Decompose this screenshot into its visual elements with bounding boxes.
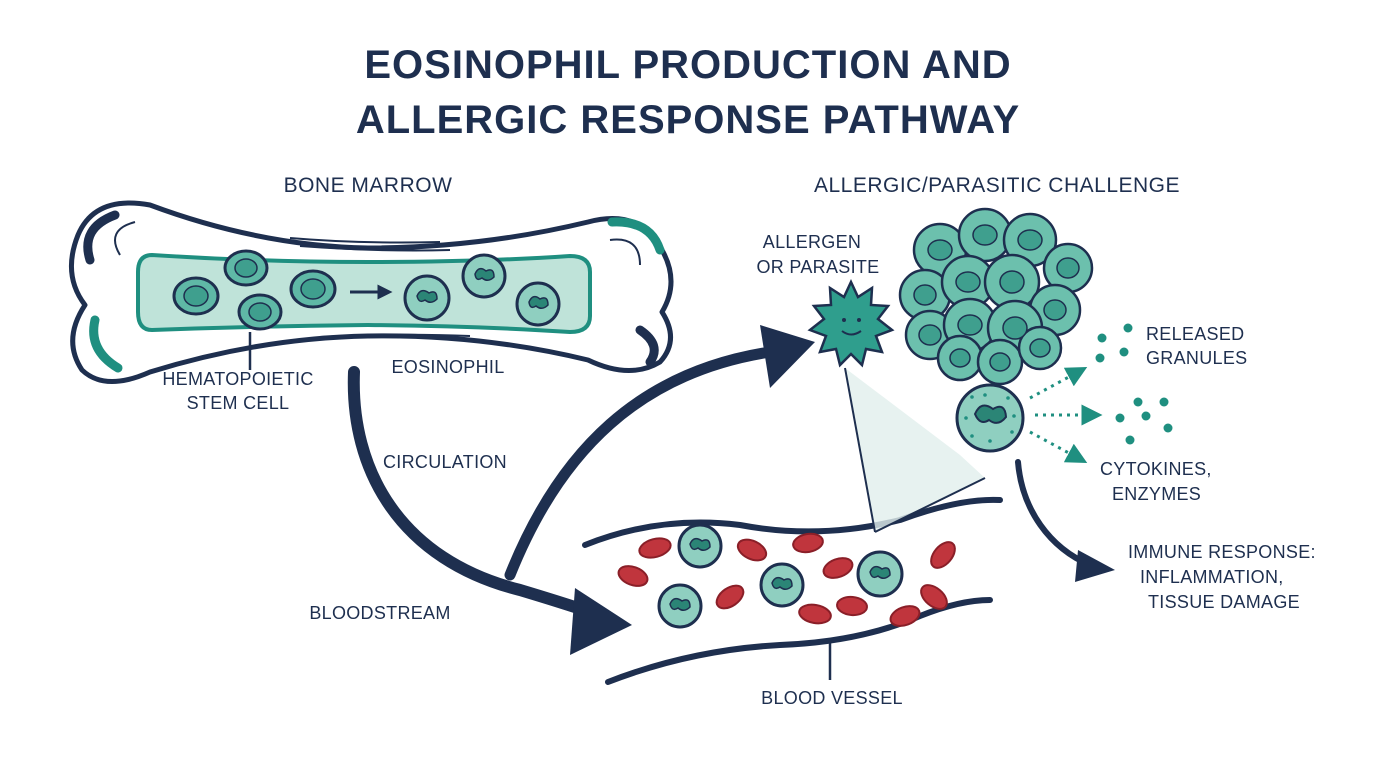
immune-label-line-3: TISSUE DAMAGE <box>1148 592 1300 612</box>
bone-illustration <box>68 200 674 384</box>
allergen-label-line-1: ALLERGEN <box>763 232 861 252</box>
immune-label-line-2: INFLAMMATION, <box>1140 567 1284 587</box>
release-arrow-3 <box>1029 430 1088 464</box>
released-granules <box>1095 323 1173 445</box>
title-line-1: EOSINOPHIL PRODUCTION AND <box>364 43 1011 87</box>
blood-vessel <box>582 496 1003 685</box>
migration-arrowhead <box>760 325 815 388</box>
stem-cell-label-line-1: HEMATOPOIETIC <box>162 369 313 389</box>
marrow-eosinophil-3 <box>515 281 561 327</box>
granules-label-line-2: GRANULES <box>1146 348 1247 368</box>
cytokines-label-line-2: ENZYMES <box>1112 484 1201 504</box>
marrow-eosinophil-1 <box>403 274 451 322</box>
allergen-label-line-2: OR PARASITE <box>757 257 880 277</box>
eosinophil-label: EOSINOPHIL <box>391 357 504 377</box>
bloodstream-label: BLOODSTREAM <box>309 603 450 623</box>
bone-marrow-heading: BONE MARROW <box>284 174 453 197</box>
release-arrow-1 <box>1029 366 1088 400</box>
stem-cell-1 <box>172 276 220 316</box>
circulation-label: CIRCULATION <box>383 452 507 472</box>
immune-response-arrowhead <box>1075 550 1115 582</box>
title-line-2: ALLERGIC RESPONSE PATHWAY <box>356 98 1020 142</box>
immune-response-arrow <box>1015 459 1093 568</box>
zoom-callout <box>844 367 986 533</box>
immune-label-line-1: IMMUNE RESPONSE: <box>1128 542 1316 562</box>
tissue-cell-cluster <box>898 207 1094 386</box>
circulation-arrow <box>347 366 596 618</box>
circulation-arrowhead <box>570 588 632 655</box>
challenge-heading: ALLERGIC/PARASITIC CHALLENGE <box>814 174 1180 197</box>
migration-arrow <box>504 346 776 581</box>
allergen-icon <box>807 279 895 368</box>
stem-cell-3 <box>237 293 283 331</box>
cytokines-label-line-1: CYTOKINES, <box>1100 459 1212 479</box>
marrow-eosinophil-2 <box>461 253 507 299</box>
stem-cell-4 <box>289 269 337 309</box>
activated-eosinophil <box>955 383 1025 453</box>
stem-cell-label-line-2: STEM CELL <box>187 393 290 413</box>
blood-vessel-label: BLOOD VESSEL <box>761 688 903 708</box>
stem-cell-2 <box>223 249 269 287</box>
granules-label-line-1: RELEASED <box>1146 324 1244 344</box>
